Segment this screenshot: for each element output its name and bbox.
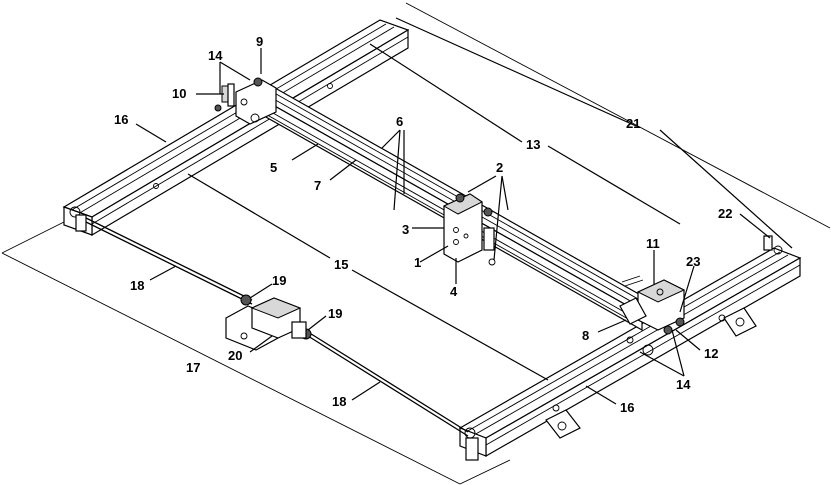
label-11: 11 bbox=[646, 236, 660, 251]
label-18-upper: 18 bbox=[130, 278, 144, 293]
label-14-upper: 14 bbox=[208, 48, 223, 63]
label-2: 2 bbox=[496, 160, 503, 175]
label-22: 22 bbox=[718, 206, 732, 221]
label-10: 10 bbox=[172, 86, 186, 101]
label-20: 20 bbox=[228, 348, 242, 363]
label-16-upper: 16 bbox=[114, 112, 128, 127]
label-15: 15 bbox=[334, 257, 348, 272]
label-7: 7 bbox=[314, 178, 321, 193]
label-21: 21 bbox=[626, 116, 640, 131]
label-14-lower: 14 bbox=[676, 377, 691, 392]
label-17: 17 bbox=[186, 360, 200, 375]
tool-head bbox=[442, 193, 496, 266]
label-5: 5 bbox=[270, 160, 277, 175]
label-13: 13 bbox=[526, 137, 540, 152]
label-8: 8 bbox=[582, 328, 589, 343]
label-18-lower: 18 bbox=[332, 394, 346, 409]
label-1: 1 bbox=[414, 255, 421, 270]
left-carriage bbox=[214, 77, 277, 125]
drive-shaft bbox=[85, 217, 469, 437]
label-3: 3 bbox=[402, 222, 409, 237]
label-23: 23 bbox=[686, 254, 700, 269]
callout-labels: 1 2 3 4 5 6 7 8 9 10 11 12 13 14 14 15 1… bbox=[114, 34, 732, 415]
label-19-lower: 19 bbox=[328, 306, 342, 321]
label-16-lower: 16 bbox=[620, 400, 634, 415]
leader-lines bbox=[135, 17, 793, 405]
label-6: 6 bbox=[396, 114, 403, 129]
drive-motor bbox=[225, 294, 312, 351]
label-9: 9 bbox=[256, 34, 263, 49]
left-y-rail bbox=[62, 19, 410, 237]
label-12: 12 bbox=[704, 346, 718, 361]
label-19-upper: 19 bbox=[272, 273, 286, 288]
label-4: 4 bbox=[450, 284, 458, 299]
